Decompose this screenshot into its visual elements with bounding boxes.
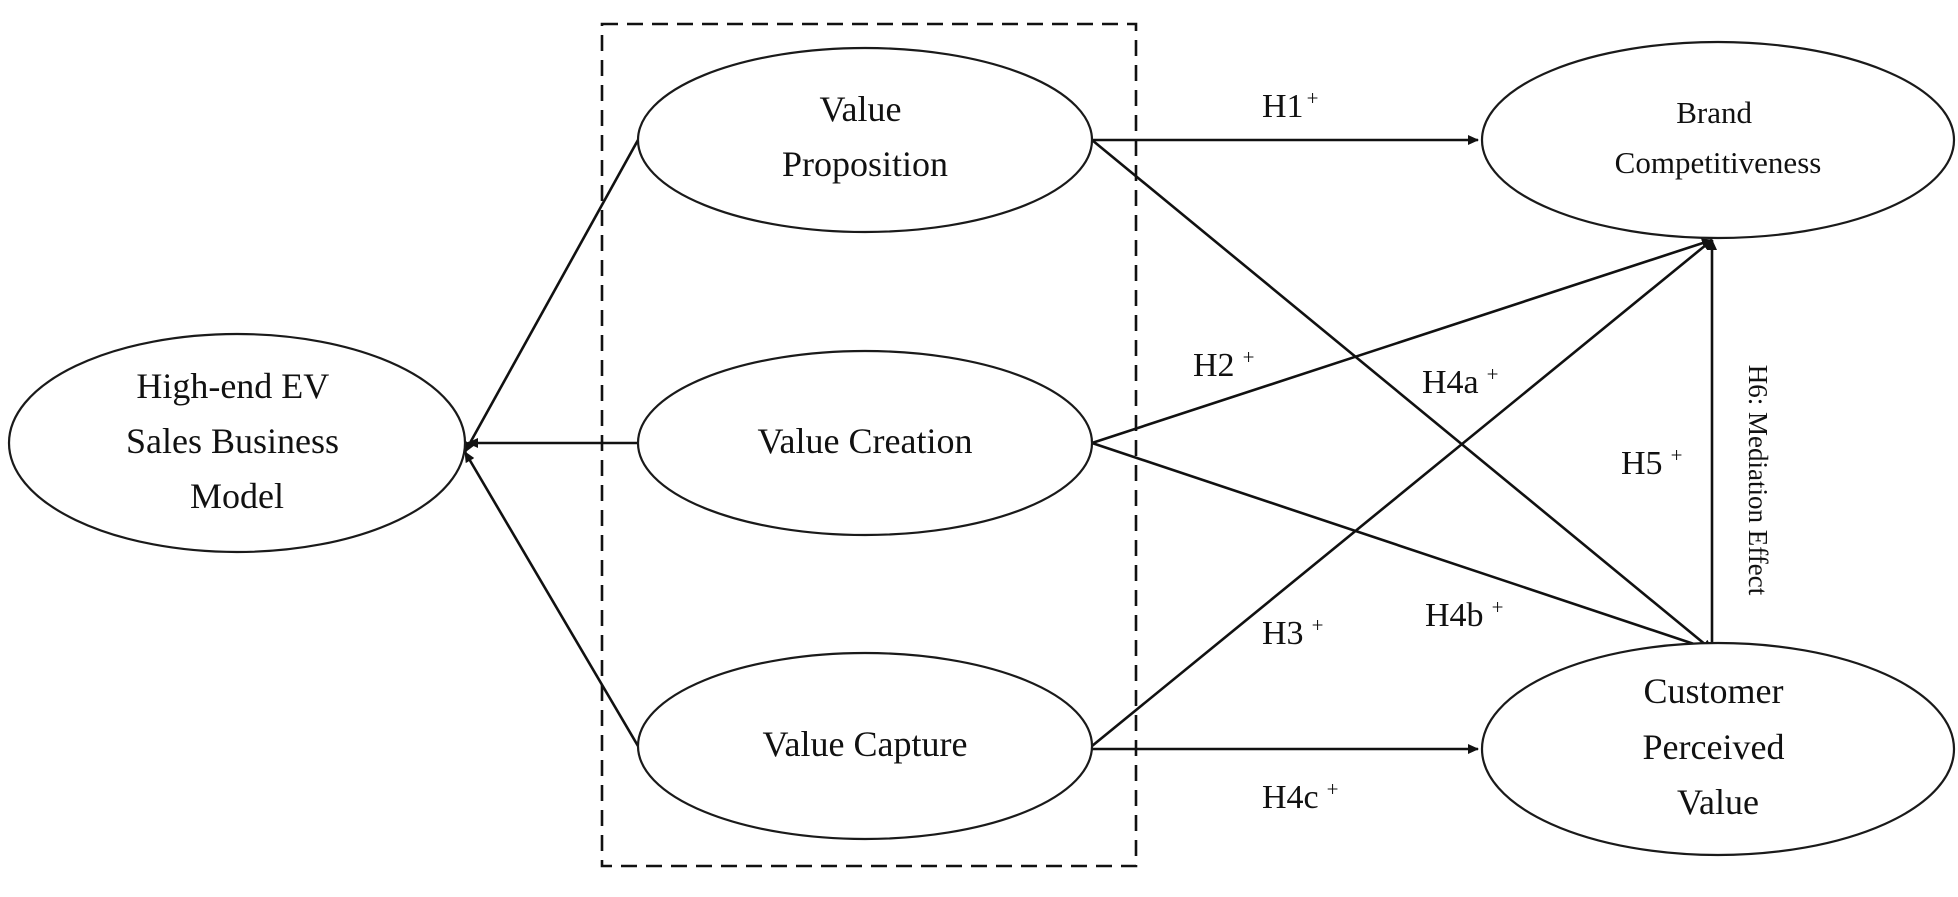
node-value-capture: Value Capture [636, 651, 1094, 841]
edge-value-capture-to-business-model [463, 451, 640, 747]
node-value-creation: Value Creation [636, 349, 1094, 537]
edge-value-proposition-to-business-model [463, 139, 640, 453]
node-business-model: High-end EV Sales Business Model [7, 332, 467, 554]
label-h3: H3+ [1262, 613, 1323, 652]
edge-h3 [1091, 238, 1713, 748]
node-value-capture-label: Value Capture [763, 724, 968, 764]
label-h1: H1+ [1262, 86, 1318, 125]
label-h2: H2+ [1193, 345, 1254, 384]
node-customer-perceived-value-label: Customer Perceived Value [1643, 671, 1794, 822]
label-h4c: H4c+ [1262, 777, 1339, 816]
label-h6-mediation-effect: H6: Mediation Effect [1743, 365, 1773, 596]
edge-h4a [1091, 138, 1713, 652]
node-value-proposition: Value Proposition [636, 46, 1094, 234]
node-business-model-label: High-end EV Sales Business Model [126, 366, 348, 516]
node-value-proposition-label: Value Proposition [782, 89, 948, 184]
label-h4a: H4a+ [1422, 362, 1499, 401]
node-value-creation-label: Value Creation [758, 421, 973, 461]
node-brand-competitiveness: Brand Competitiveness [1480, 40, 1956, 240]
label-h4b: H4b+ [1425, 595, 1503, 634]
node-customer-perceived-value: Customer Perceived Value [1480, 641, 1956, 857]
edge-h2 [1091, 238, 1713, 445]
node-brand-competitiveness-label: Brand Competitiveness [1615, 95, 1822, 180]
label-h5: H5+ [1621, 443, 1682, 482]
business-model-dimensions-box [600, 22, 1138, 868]
edge-h4b [1091, 441, 1713, 652]
